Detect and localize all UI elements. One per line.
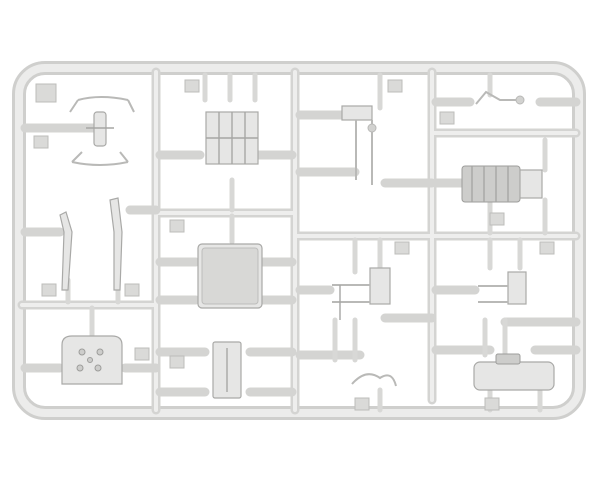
part-stand [341,105,377,185]
part-frame-middle [332,267,391,320]
part-frame-right [478,271,527,305]
part-levers [59,197,123,291]
part-small-bracket [475,90,525,105]
part-number-tabs [33,79,555,411]
sprue-runners [17,67,581,415]
part-curved-clip [351,373,397,387]
sprue-frame [12,61,586,420]
part-engine-block [461,165,543,203]
part-tank [473,353,555,391]
part-square-panel [197,243,263,309]
part-seat-plate [61,335,123,385]
part-rack [205,111,259,165]
part-folding-frame [69,96,135,166]
part-rect-panel [212,341,242,399]
